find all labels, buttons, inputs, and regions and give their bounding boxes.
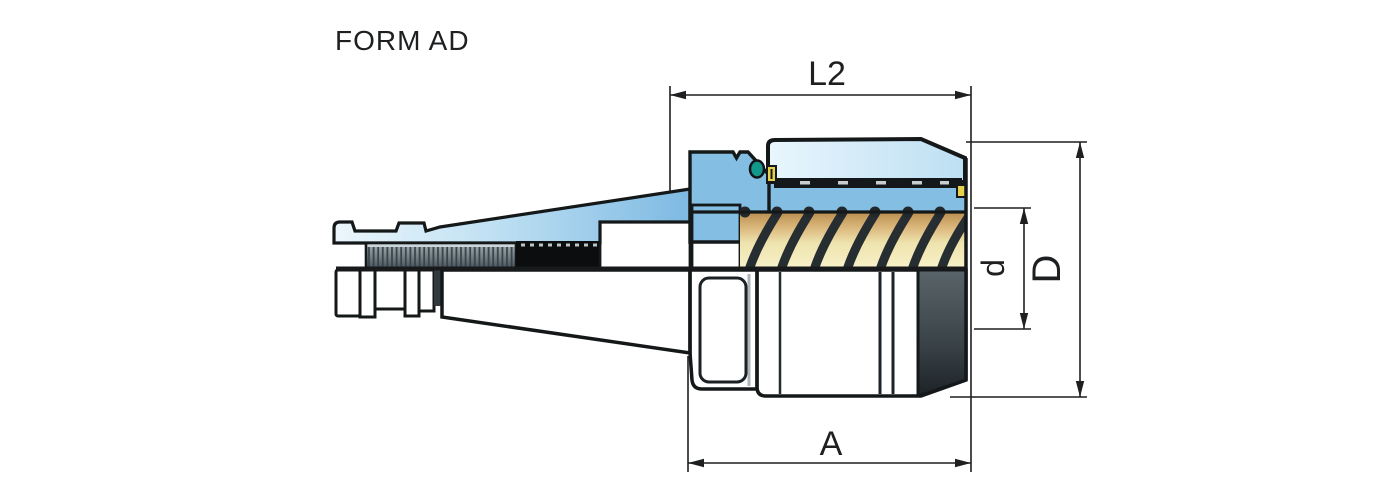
roller-coils xyxy=(745,211,966,269)
form-label: FORM AD xyxy=(335,25,470,56)
dimension-lines: L2 A d D xyxy=(669,55,1087,472)
dimension-label-L2: L2 xyxy=(808,55,846,93)
taper-shank-section xyxy=(332,187,692,245)
dimension-D: D xyxy=(950,141,1087,398)
dimension-A: A xyxy=(687,356,971,472)
flange-external xyxy=(688,268,759,391)
thread-crest-marks xyxy=(521,243,597,247)
dimension-d: d xyxy=(974,207,1031,330)
seal-ring-green xyxy=(748,159,766,179)
bore-back-face xyxy=(598,220,692,270)
nut-front-chamfer xyxy=(916,268,968,397)
dimension-L2: L2 xyxy=(669,55,971,192)
seal-rings-yellow xyxy=(766,165,967,198)
taper-cone-external xyxy=(440,268,692,356)
shank-end-rings xyxy=(358,268,442,319)
collet-roller-section xyxy=(690,206,966,269)
pull-stud-end xyxy=(334,268,362,318)
clamping-nut-section xyxy=(766,136,967,188)
nut-thread-marks xyxy=(800,181,949,185)
clamping-nut-external xyxy=(755,268,968,398)
dimension-label-d: d xyxy=(975,259,1011,277)
nut-thread-interface xyxy=(774,178,962,188)
dimension-label-A: A xyxy=(820,425,843,463)
lower-half-external-view xyxy=(334,268,968,398)
upper-half-section-view xyxy=(332,136,968,270)
drawbar-thread-section xyxy=(364,220,692,270)
dimension-label-D: D xyxy=(1025,255,1069,284)
